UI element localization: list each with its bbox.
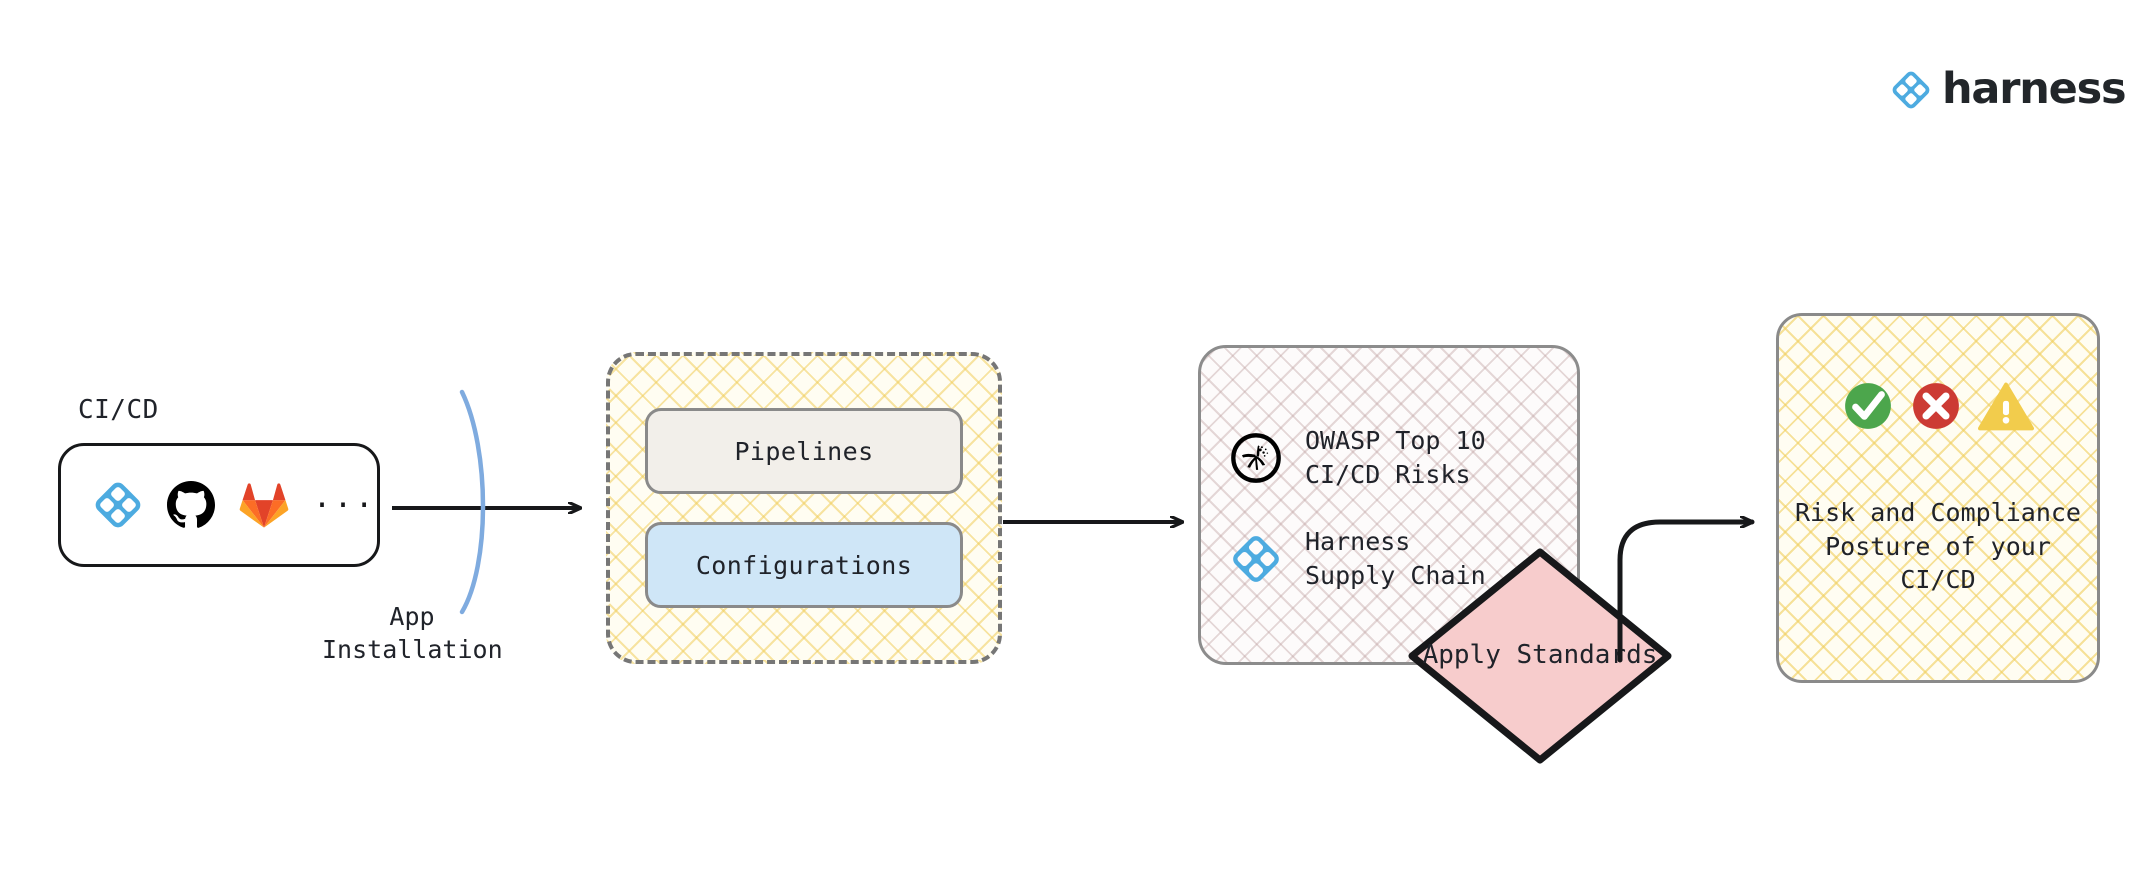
asset-card-configurations-label: Configurations	[695, 550, 913, 580]
standards-item-owasp: OWASP Top 10 CI/CD Risks	[1229, 424, 1577, 491]
cicd-group-label: CI/CD	[78, 395, 159, 425]
apply-standards-diamond-shape	[1408, 548, 1672, 764]
outcome-box: Risk and Compliance Posture of your CI/C…	[1776, 313, 2100, 683]
owasp-dragonfly-icon	[1231, 432, 1281, 483]
assets-group: Pipelines Configurations	[606, 352, 1002, 664]
standards-item-owasp-label: OWASP Top 10 CI/CD Risks	[1305, 426, 1486, 489]
apply-standards-node[interactable]: Apply Standards	[1404, 544, 1676, 768]
harness-logo-icon	[1233, 535, 1279, 582]
asset-card-configurations[interactable]: Configurations	[645, 522, 963, 608]
harness-wordmark: harness	[1942, 64, 2127, 114]
standards-box: OWASP Top 10 CI/CD Risks Harness Supply …	[1198, 345, 1580, 665]
outcome-status-icons	[1842, 380, 2034, 432]
error-cross-icon	[1913, 383, 1959, 429]
warning-triangle-icon	[1978, 382, 2034, 431]
standards-item-harness-label: Harness Supply Chain	[1305, 527, 1486, 590]
app-installation-label: App Installation	[322, 602, 503, 664]
cicd-tools-box: ...	[58, 443, 380, 567]
more-tools-ellipsis: ...	[313, 480, 377, 515]
asset-card-pipelines-label: Pipelines	[734, 436, 874, 466]
harness-logo-icon	[95, 482, 141, 528]
harness-diamond-icon	[1892, 71, 1930, 108]
outcome-label: Risk and Compliance Posture of your CI/C…	[1795, 498, 2081, 594]
github-logo-icon	[167, 481, 215, 528]
app-installation-boundary-curve	[459, 389, 486, 615]
standards-item-harness: Harness Supply Chain	[1229, 525, 1577, 592]
asset-card-pipelines[interactable]: Pipelines	[645, 408, 963, 494]
success-check-icon	[1845, 383, 1891, 429]
harness-brand-logo: harness	[1890, 64, 2127, 114]
gitlab-logo-icon	[239, 483, 289, 528]
